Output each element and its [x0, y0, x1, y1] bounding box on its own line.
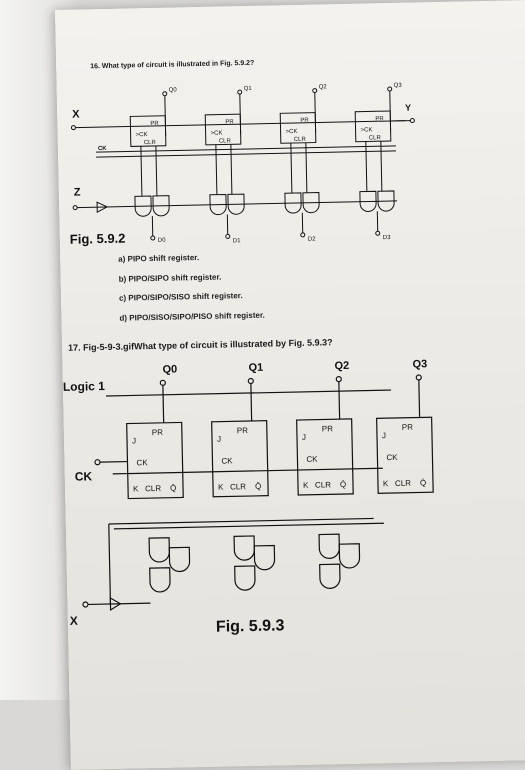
ff3-qbar-label: Q̄ — [420, 478, 426, 487]
input-x-label: X — [72, 108, 80, 120]
ff1-j-label: J — [217, 435, 221, 444]
ff0-pr-label-fig2: PR — [152, 428, 164, 437]
ff3-clr-label: CLR — [369, 135, 382, 141]
ff1-ck-label: >CK — [211, 131, 223, 137]
ff3-ck-label-fig2: CK — [386, 453, 398, 462]
ff0-k-label: K — [133, 484, 139, 493]
ff1-pr-label: PR — [225, 119, 234, 125]
ff0-qbar-label: Q̄ — [170, 484, 176, 493]
logic-1-label: Logic 1 — [63, 379, 106, 394]
q0-label-fig2: Q0 — [162, 364, 177, 376]
ff3-ck-label: >CK — [361, 127, 373, 133]
ff0-ck-label: >CK — [136, 132, 148, 138]
ff2-qbar-label: Q̄ — [340, 480, 346, 489]
ff0-clr-label: CLR — [144, 140, 157, 146]
ff3-k-label: K — [383, 479, 389, 488]
ff0-ck-label-fig2: CK — [136, 458, 148, 467]
ff0-clr-label-fig2: CLR — [145, 484, 161, 493]
input-z-label: Z — [74, 187, 81, 199]
q1-label: Q1 — [244, 86, 253, 92]
ff3-j-label: J — [382, 431, 386, 440]
q3-label: Q3 — [394, 83, 403, 89]
q0-label: Q0 — [169, 87, 178, 93]
ff3-pr-label-fig2: PR — [402, 423, 414, 432]
ff1-qbar-label: Q̄ — [255, 482, 261, 491]
q16-option-b[interactable]: b) PIPO/SIPO shift register. — [119, 273, 222, 284]
question-16-text: 16. What type of circuit is illustrated … — [90, 60, 254, 70]
q16-option-a[interactable]: a) PIPO shift register. — [118, 253, 199, 264]
ff2-clr-label-fig2: CLR — [315, 480, 331, 489]
x-input-label-fig2: X — [70, 614, 78, 628]
ff2-ck-label-fig2: CK — [306, 455, 318, 464]
figure-5-9-3: Logic 1 Q0 Q1 Q2 Q3 CK J J J J PR PR PR … — [50, 347, 456, 655]
d0-label: D0 — [158, 238, 166, 244]
q16-option-d[interactable]: d) PIPO/SISO/SIPO/PISO shift register. — [119, 311, 265, 323]
d3-label: D3 — [383, 235, 391, 241]
ff2-ck-label: >CK — [286, 129, 298, 135]
input-ck-label: CK — [98, 146, 107, 152]
q2-label-fig2: Q2 — [334, 360, 349, 372]
ff0-j-label: J — [132, 436, 136, 445]
ff2-clr-label: CLR — [294, 137, 307, 143]
ff1-pr-label-fig2: PR — [237, 426, 249, 435]
q2-label: Q2 — [319, 84, 328, 90]
ff3-pr-label: PR — [375, 116, 384, 122]
d2-label: D2 — [308, 237, 316, 243]
output-y-label: Y — [405, 103, 411, 113]
ff2-pr-label: PR — [300, 118, 309, 124]
q1-label-fig2: Q1 — [248, 362, 263, 374]
ff2-k-label: K — [303, 481, 309, 490]
d1-label: D1 — [233, 238, 241, 244]
fig-5-9-3-caption: Fig. 5.9.3 — [216, 617, 285, 635]
fig-5-9-2-caption: Fig. 5.9.2 — [70, 231, 126, 247]
q3-label-fig2: Q3 — [412, 358, 427, 370]
ff1-k-label: K — [218, 483, 224, 492]
figure-5-9-2: X Y Z CK Q0 Q1 Q2 Q3 PR PR PR PR >CK >CK… — [64, 69, 488, 253]
fig2-labels: Logic 1 Q0 Q1 Q2 Q3 CK J J J J PR PR PR … — [62, 358, 432, 639]
q16-option-c[interactable]: c) PIPO/SIPO/SISO shift register. — [119, 291, 243, 303]
ff3-clr-label-fig2: CLR — [395, 479, 411, 488]
fig1-wiring — [71, 87, 417, 242]
ff0-pr-label: PR — [150, 121, 159, 127]
ck-label-fig2: CK — [75, 469, 93, 483]
ff1-ck-label-fig2: CK — [221, 456, 233, 465]
ff1-clr-label: CLR — [219, 138, 232, 144]
ff1-clr-label-fig2: CLR — [230, 482, 246, 491]
fig2-wiring — [78, 375, 435, 611]
worksheet-page: 16. What type of circuit is illustrated … — [55, 0, 525, 770]
ff2-j-label: J — [302, 433, 306, 442]
ff2-pr-label-fig2: PR — [322, 424, 334, 433]
